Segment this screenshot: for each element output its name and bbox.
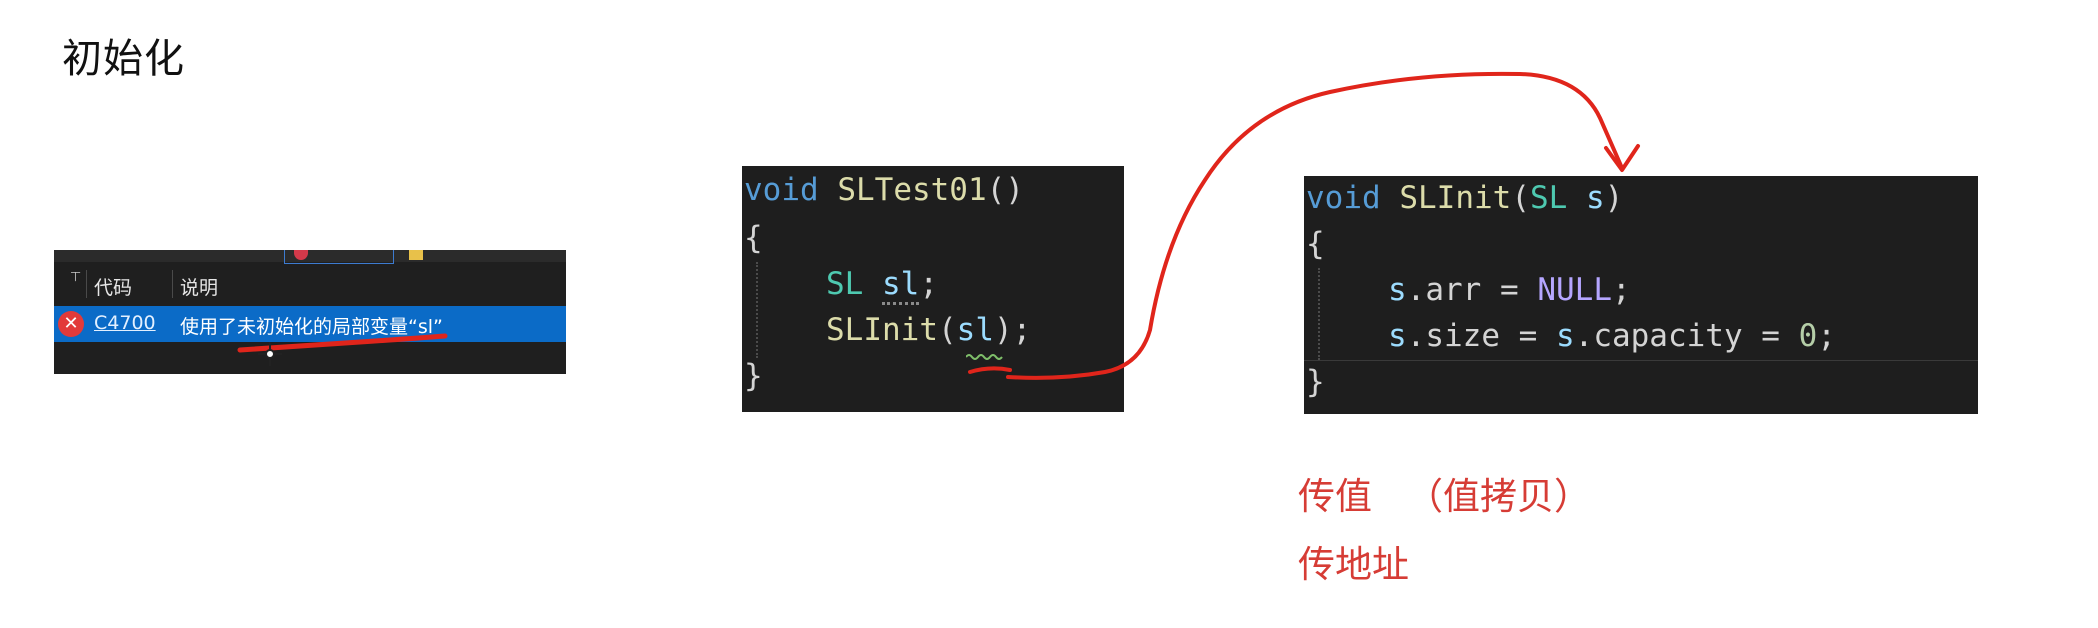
errors-filter-toggle[interactable] bbox=[284, 250, 394, 264]
page-title: 初始化 bbox=[62, 36, 185, 82]
type-sl: SL bbox=[826, 266, 864, 302]
null-literal: NULL bbox=[1537, 272, 1612, 308]
function-call-slinit: SLInit bbox=[826, 312, 938, 348]
code-panel-slinit[interactable]: void SLInit(SL s) { s.arr = NULL; s.size… bbox=[1304, 176, 1978, 414]
code-line-close-brace: } bbox=[744, 358, 763, 394]
keyword-void: void bbox=[744, 172, 819, 208]
error-circle-icon: ✕ bbox=[58, 311, 84, 337]
error-list-toolbar bbox=[54, 250, 566, 264]
arrow-pass-to-slinit bbox=[1006, 71, 1624, 380]
code-line-arr-assign: s.arr = NULL; bbox=[1388, 272, 1631, 308]
code-line-signature: void SLTest01() bbox=[744, 172, 1024, 208]
code-line-size-assign: s.size = s.capacity = 0; bbox=[1388, 318, 1836, 354]
error-row[interactable]: ✕ C4700 使用了未初始化的局部变量“sl” bbox=[54, 306, 566, 342]
variable-sl: sl bbox=[882, 266, 920, 305]
note-pass-by-value-text: 传值 bbox=[1298, 475, 1372, 518]
function-name: SLInit bbox=[1399, 180, 1512, 216]
code-line-open-brace: { bbox=[744, 220, 763, 256]
zero-literal: 0 bbox=[1798, 318, 1818, 354]
note-pass-by-value: 传值 （值拷贝） bbox=[1298, 466, 1591, 520]
note-value-copy: （值拷贝） bbox=[1406, 475, 1591, 518]
parameter-s: s bbox=[1585, 180, 1605, 216]
code-line-call: SLInit(sl); bbox=[826, 312, 1032, 348]
code-line-signature: void SLInit(SL s) bbox=[1306, 180, 1624, 216]
function-name: SLTest01 bbox=[837, 172, 987, 208]
arrow-head-icon bbox=[1604, 144, 1640, 172]
note-pass-by-address: 传地址 bbox=[1298, 543, 1409, 586]
column-header-code[interactable]: 代码 bbox=[94, 277, 133, 299]
column-header-description[interactable]: 说明 bbox=[180, 277, 219, 299]
error-list-panel: ⊤ 代码 说明 ✕ C4700 使用了未初始化的局部变量“sl” bbox=[54, 250, 566, 374]
underline-argument-sl bbox=[968, 366, 1012, 374]
code-line-open-brace: { bbox=[1306, 226, 1325, 262]
keyword-void: void bbox=[1306, 180, 1381, 216]
indent-guide bbox=[1318, 268, 1320, 360]
underline-error-message bbox=[237, 333, 448, 353]
indent-guide bbox=[756, 262, 758, 358]
warning-count-icon bbox=[409, 250, 423, 260]
type-sl: SL bbox=[1529, 180, 1568, 216]
code-panel-sltest01[interactable]: void SLTest01() { SL sl; SLInit(sl); } bbox=[742, 166, 1124, 412]
error-count-icon bbox=[294, 250, 308, 260]
error-message: 使用了未初始化的局部变量“sl” bbox=[180, 316, 443, 338]
code-line-close-brace: } bbox=[1306, 364, 1325, 400]
error-list-header: ⊤ 代码 说明 bbox=[54, 266, 566, 302]
crosshair-cursor-icon bbox=[258, 342, 282, 366]
filter-icon[interactable]: ⊤ bbox=[70, 270, 82, 285]
error-code-link[interactable]: C4700 bbox=[94, 312, 156, 334]
argument-sl: sl bbox=[956, 312, 994, 348]
code-line-declaration: SL sl; bbox=[826, 266, 938, 305]
warning-squiggle bbox=[966, 354, 1003, 360]
